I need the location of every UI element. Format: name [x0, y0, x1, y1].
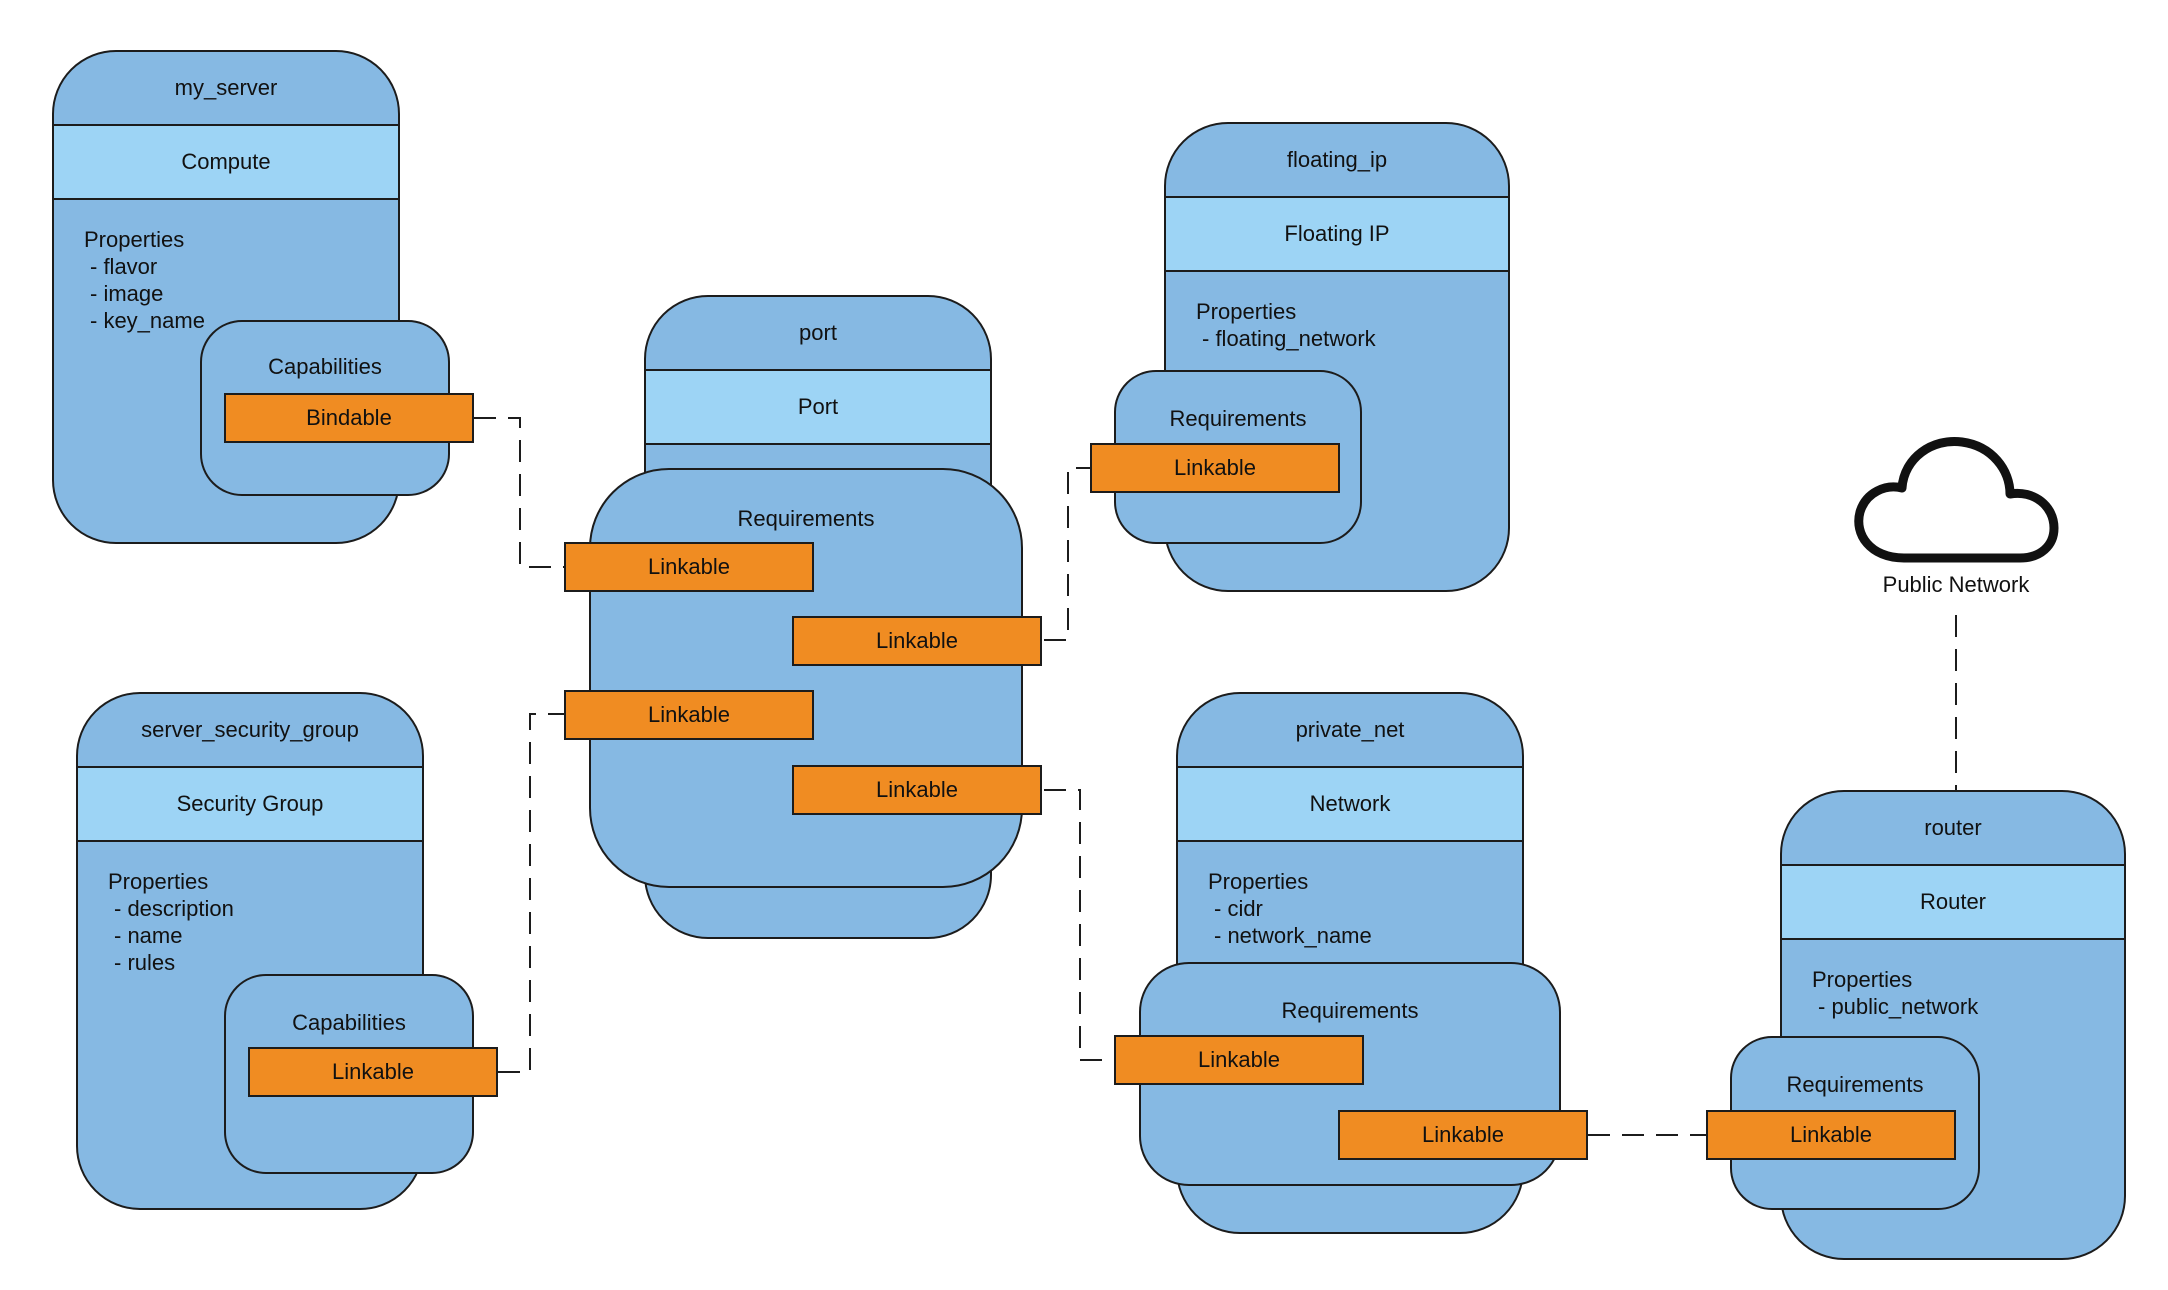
properties-title: Properties [1208, 869, 1309, 894]
capabilities-label: Capabilities [292, 1010, 406, 1035]
node-type: Router [1782, 864, 2124, 940]
connector-port-private-net [1044, 789, 1116, 1061]
node-type: Port [646, 369, 990, 445]
capability-linkable[interactable]: Linkable [248, 1047, 498, 1097]
node-name: my_server [174, 75, 278, 100]
cloud-icon [1854, 437, 2059, 563]
property-item: - description [114, 896, 234, 921]
node-name: floating_ip [1286, 147, 1388, 172]
properties-title: Properties [1196, 299, 1297, 324]
node-name: server_security_group [141, 717, 359, 742]
properties-list: Properties - public_network [1782, 940, 2124, 1020]
property-item: - rules [114, 950, 176, 975]
requirement-linkable[interactable]: Linkable [1706, 1110, 1956, 1160]
property-item: - cidr [1214, 896, 1263, 921]
requirement-linkable[interactable]: Linkable [1090, 443, 1340, 493]
connector-bindable-port [474, 417, 567, 568]
properties-list: Properties - flavor - image - key_name [54, 200, 398, 334]
properties-title: Properties [84, 227, 185, 252]
requirements-panel: Requirements [589, 468, 1023, 888]
properties-title: Properties [108, 869, 209, 894]
requirements-label: Requirements [1786, 1072, 1924, 1097]
requirement-linkable[interactable]: Linkable [792, 616, 1042, 666]
connector-security-group-port [498, 713, 567, 1073]
capabilities-label: Capabilities [268, 354, 382, 379]
node-type: Security Group [78, 766, 422, 842]
requirement-linkable[interactable]: Linkable [792, 765, 1042, 815]
property-item: - public_network [1818, 994, 1979, 1019]
capability-bindable[interactable]: Bindable [224, 393, 474, 443]
requirement-linkable[interactable]: Linkable [564, 542, 814, 592]
property-item: - name [114, 923, 183, 948]
node-type: Network [1178, 766, 1522, 842]
public-network-label: Public Network [1882, 572, 2030, 597]
node-name: private_net [1295, 717, 1405, 742]
property-item: - flavor [90, 254, 158, 279]
properties-list: Properties - description - name - rules [78, 842, 422, 976]
requirements-label: Requirements [737, 506, 875, 531]
property-item: - network_name [1214, 923, 1372, 948]
requirement-linkable[interactable]: Linkable [1114, 1035, 1364, 1085]
requirements-label: Requirements [1281, 998, 1419, 1023]
properties-list: Properties - floating_network [1166, 272, 1508, 352]
requirement-linkable[interactable]: Linkable [1338, 1110, 1588, 1160]
connector-port-floating-ip [1044, 467, 1094, 641]
property-item: - image [90, 281, 164, 306]
node-type: Floating IP [1166, 196, 1508, 272]
requirement-linkable[interactable]: Linkable [564, 690, 814, 740]
properties-title: Properties [1812, 967, 1913, 992]
node-type: Compute [54, 124, 398, 200]
requirements-label: Requirements [1169, 406, 1307, 431]
properties-list: Properties - cidr - network_name [1178, 842, 1522, 949]
property-item: - key_name [90, 308, 205, 333]
node-name: router [1924, 815, 1982, 840]
node-name: port [799, 320, 837, 345]
property-item: - floating_network [1202, 326, 1376, 351]
